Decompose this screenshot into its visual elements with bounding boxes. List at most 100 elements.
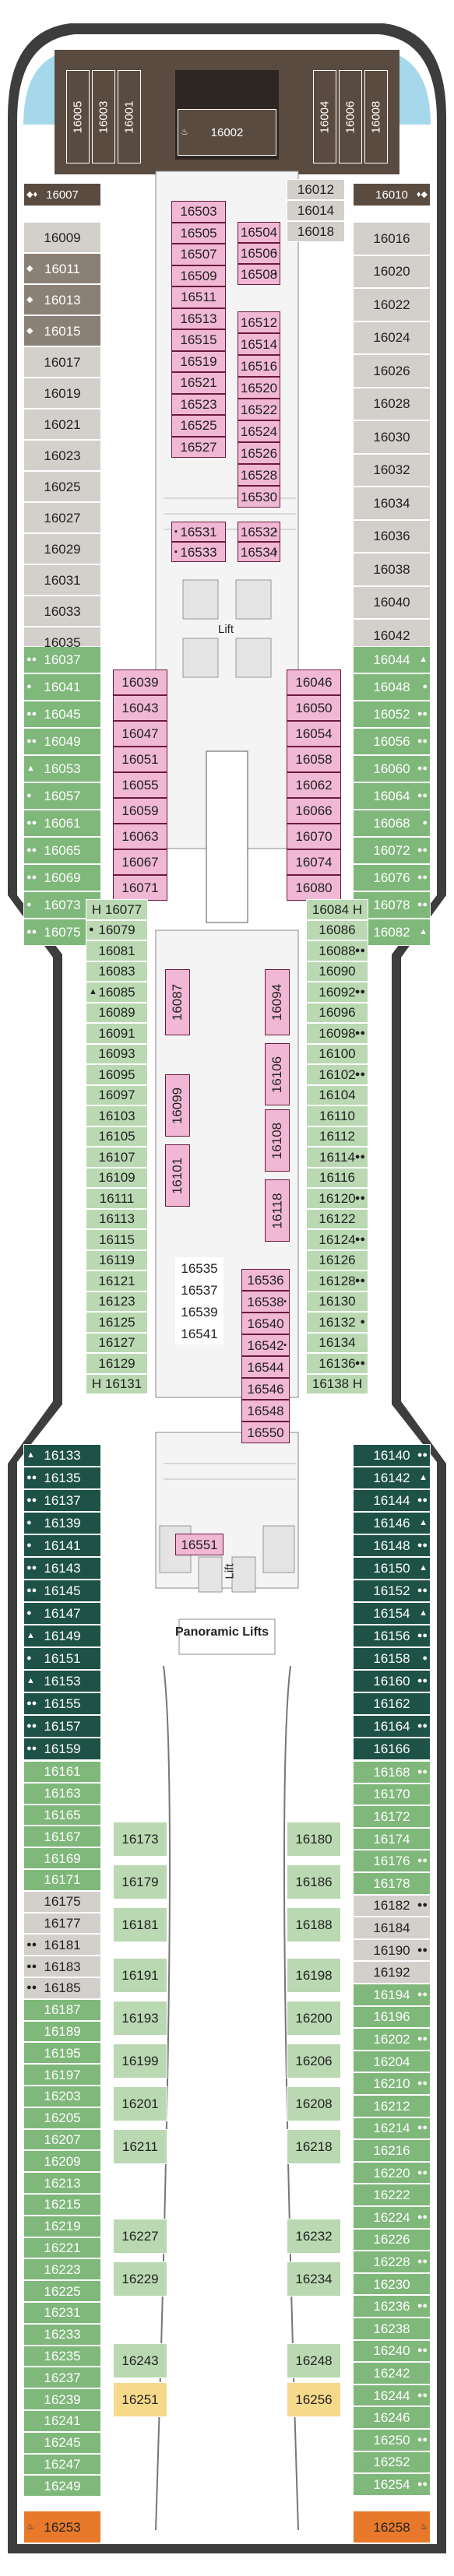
cabin-16149[interactable]: ▲16149 bbox=[23, 1625, 101, 1647]
cabin-16120[interactable]: ●●16120 bbox=[306, 1188, 368, 1209]
cabin-16160[interactable]: ●●16160 bbox=[353, 1670, 431, 1692]
cabin-16086[interactable]: 16086 bbox=[306, 919, 368, 940]
cabin-16133[interactable]: ▲16133 bbox=[23, 1444, 101, 1467]
cabin-16121[interactable]: 16121 bbox=[86, 1270, 148, 1292]
cabin-16541[interactable]: 16541 bbox=[175, 1323, 223, 1344]
cabin-16534[interactable]: ▪16534 bbox=[238, 542, 280, 562]
cabin-16230[interactable]: 16230 bbox=[353, 2272, 431, 2296]
cabin-16114[interactable]: ●●16114 bbox=[306, 1147, 368, 1168]
cabin-16034[interactable]: 16034 bbox=[353, 487, 431, 520]
cabin-16031[interactable]: 16031 bbox=[23, 564, 101, 596]
cabin-16209[interactable]: 16209 bbox=[23, 2150, 101, 2173]
cabin-16256[interactable]: 16256 bbox=[287, 2382, 341, 2417]
cabin-16182[interactable]: ●●16182 bbox=[353, 1894, 431, 1917]
cabin-16136[interactable]: ●●16136 bbox=[306, 1353, 368, 1374]
cabin-16050[interactable]: 16050 bbox=[287, 695, 341, 721]
cabin-16143[interactable]: ●●16143 bbox=[23, 1557, 101, 1580]
cabin-16249[interactable]: 16249 bbox=[23, 2475, 101, 2497]
cabin-16156[interactable]: ●●16156 bbox=[353, 1625, 431, 1647]
cabin-16179[interactable]: 16179 bbox=[113, 1864, 167, 1899]
cabin-16205[interactable]: 16205 bbox=[23, 2107, 101, 2129]
cabin-16519[interactable]: 16519 bbox=[171, 350, 226, 372]
cabin-16152[interactable]: ●●16152 bbox=[353, 1580, 431, 1602]
cabin-16171[interactable]: 16171 bbox=[23, 1869, 101, 1891]
cabin-16195[interactable]: 16195 bbox=[23, 2042, 101, 2065]
cabin-16232[interactable]: 16232 bbox=[287, 2219, 341, 2254]
cabin-16181[interactable]: 16181 bbox=[113, 1907, 167, 1942]
cabin-16113[interactable]: 16113 bbox=[86, 1208, 148, 1229]
cabin-16532[interactable]: ▪16532 bbox=[238, 522, 280, 542]
cabin-16544[interactable]: 16544 bbox=[241, 1356, 290, 1378]
cabin-16506[interactable]: ▪16506 bbox=[238, 243, 280, 264]
cabin-16022[interactable]: 16022 bbox=[353, 288, 431, 322]
cabin-16238[interactable]: 16238 bbox=[353, 2318, 431, 2340]
cabin-16096[interactable]: 16096 bbox=[306, 1002, 368, 1023]
cabin-16180[interactable]: 16180 bbox=[287, 1822, 341, 1857]
cabin-16236[interactable]: ●●16236 bbox=[353, 2295, 431, 2318]
cabin-16227[interactable]: 16227 bbox=[113, 2219, 167, 2254]
cabin-16507[interactable]: 16507 bbox=[171, 244, 226, 265]
cabin-16187[interactable]: 16187 bbox=[23, 1998, 101, 2021]
cabin-16172[interactable]: 16172 bbox=[353, 1805, 431, 1828]
cabin-16085[interactable]: ▲16085 bbox=[86, 982, 148, 1003]
cabin-16186[interactable]: 16186 bbox=[287, 1864, 341, 1899]
cabin-16512[interactable]: 16512 bbox=[238, 311, 280, 333]
cabin-16207[interactable]: 16207 bbox=[23, 2128, 101, 2151]
cabin-16147[interactable]: ●16147 bbox=[23, 1602, 101, 1625]
cabin-16104[interactable]: 16104 bbox=[306, 1084, 368, 1105]
cabin-16176[interactable]: ●●16176 bbox=[353, 1850, 431, 1872]
cabin-16047[interactable]: 16047 bbox=[113, 721, 167, 747]
cabin-16070[interactable]: 16070 bbox=[287, 824, 341, 849]
cabin-16098[interactable]: ●●16098 bbox=[306, 1023, 368, 1044]
cabin-16014[interactable]: 16014 bbox=[287, 200, 345, 221]
cabin-16074[interactable]: 16074 bbox=[287, 849, 341, 875]
cabin-16071[interactable]: 16071 bbox=[113, 875, 167, 901]
cabin-16222[interactable]: 16222 bbox=[353, 2184, 431, 2206]
cabin-16016[interactable]: 16016 bbox=[353, 222, 431, 255]
cabin-16199[interactable]: 16199 bbox=[113, 2044, 167, 2079]
cabin-16247[interactable]: 16247 bbox=[23, 2453, 101, 2476]
cabin-16046[interactable]: 16046 bbox=[287, 669, 341, 695]
cabin-16132[interactable]: ●16132 bbox=[306, 1312, 368, 1333]
cabin-16237[interactable]: 16237 bbox=[23, 2367, 101, 2389]
cabin-16504[interactable]: 16504 bbox=[238, 222, 280, 243]
cabin-16006[interactable]: 16006 bbox=[339, 70, 362, 163]
cabin-16029[interactable]: 16029 bbox=[23, 533, 101, 564]
cabin-h16131[interactable]: H 16131 bbox=[86, 1373, 148, 1394]
cabin-16151[interactable]: ●16151 bbox=[23, 1647, 101, 1670]
cabin-16100[interactable]: 16100 bbox=[306, 1043, 368, 1064]
cabin-16063[interactable]: 16063 bbox=[113, 824, 167, 849]
cabin-16012[interactable]: 16012 bbox=[287, 179, 345, 200]
cabin-16037[interactable]: ●●16037 bbox=[23, 646, 101, 673]
cabin-16192[interactable]: 16192 bbox=[353, 1961, 431, 1984]
cabin-16248[interactable]: 16248 bbox=[287, 2343, 341, 2378]
cabin-16550[interactable]: 16550 bbox=[241, 1422, 290, 1443]
cabin-16551[interactable]: 16551 bbox=[175, 1534, 223, 1555]
cabin-16106[interactable]: 16106 bbox=[265, 1043, 290, 1105]
cabin-16072[interactable]: ●●16072 bbox=[353, 837, 431, 864]
cabin-16083[interactable]: 16083 bbox=[86, 961, 148, 982]
cabin-16226[interactable]: 16226 bbox=[353, 2228, 431, 2251]
cabin-16040[interactable]: 16040 bbox=[353, 585, 431, 619]
cabin-16092[interactable]: ●●16092 bbox=[306, 982, 368, 1003]
cabin-16239[interactable]: 16239 bbox=[23, 2388, 101, 2410]
cabin-16548[interactable]: 16548 bbox=[241, 1400, 290, 1422]
cabin-16119[interactable]: 16119 bbox=[86, 1249, 148, 1270]
cabin-16058[interactable]: 16058 bbox=[287, 747, 341, 772]
cabin-16229[interactable]: 16229 bbox=[113, 2261, 167, 2297]
cabin-16511[interactable]: 16511 bbox=[171, 286, 226, 308]
cabin-16219[interactable]: 16219 bbox=[23, 2215, 101, 2237]
cabin-16091[interactable]: 16091 bbox=[86, 1023, 148, 1044]
cabin-16535[interactable]: 16535 bbox=[175, 1257, 223, 1279]
cabin-16215[interactable]: 16215 bbox=[23, 2194, 101, 2216]
cabin-16013[interactable]: ◆16013 bbox=[23, 284, 101, 315]
cabin-16095[interactable]: 16095 bbox=[86, 1064, 148, 1085]
cabin-16004[interactable]: 16004 bbox=[313, 70, 336, 163]
cabin-16154[interactable]: ▲16154 bbox=[353, 1602, 431, 1625]
cabin-16057[interactable]: ●16057 bbox=[23, 782, 101, 810]
cabin-16048[interactable]: ●16048 bbox=[353, 673, 431, 701]
cabin-16025[interactable]: 16025 bbox=[23, 471, 101, 502]
cabin-16090[interactable]: 16090 bbox=[306, 961, 368, 982]
cabin-16052[interactable]: ●●16052 bbox=[353, 701, 431, 728]
cabin-16158[interactable]: ●16158 bbox=[353, 1647, 431, 1670]
